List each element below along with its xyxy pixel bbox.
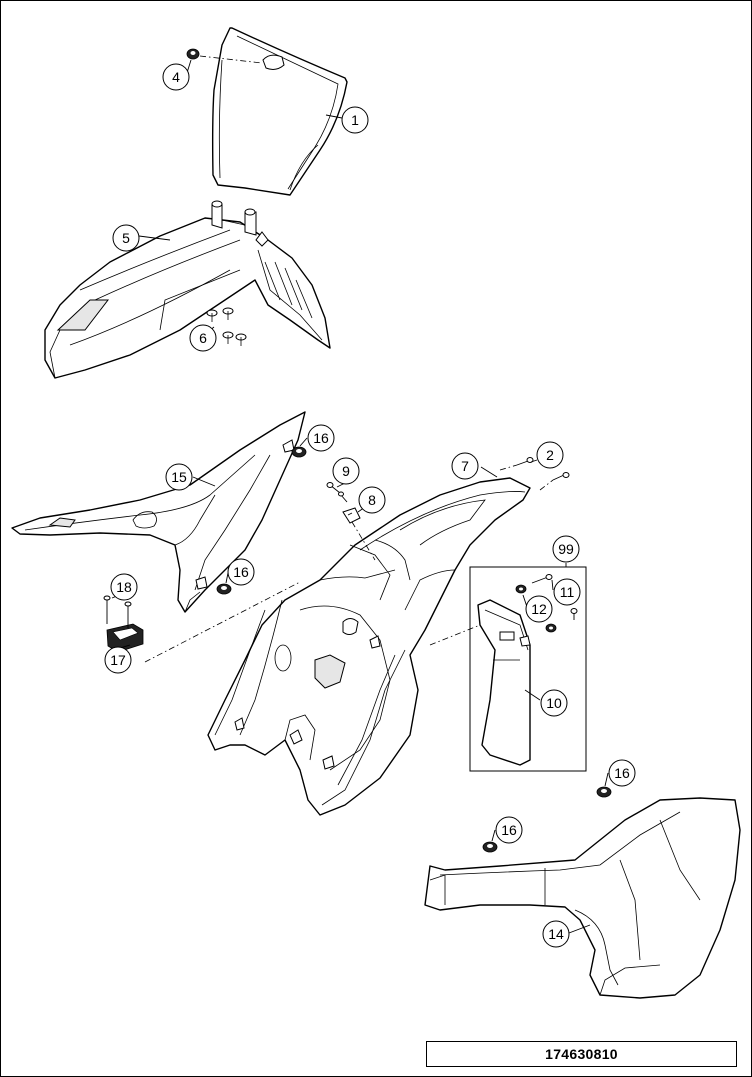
part-grommet-16a: [291, 446, 307, 458]
callout-label: 9: [342, 463, 350, 479]
part-side-panel-right: [424, 797, 741, 999]
part-screws-18: [103, 595, 132, 628]
part-screw-11: [531, 574, 578, 620]
callout-8: 8: [358, 486, 386, 514]
callout-9: 9: [332, 457, 360, 485]
part-washer-12: [515, 584, 557, 633]
drawing-number-box: 174630810: [426, 1041, 737, 1067]
part-screws-6: [206, 307, 247, 346]
part-grommet-16b: [216, 583, 232, 595]
part-grommet-16c: [596, 786, 612, 798]
part-rear-fender: [207, 477, 531, 816]
part-front-fender: [44, 200, 331, 379]
callout-14: 14: [542, 920, 570, 948]
part-grommet-16d: [482, 841, 498, 853]
part-nut-4: [186, 48, 200, 60]
callout-16c: 16: [608, 759, 636, 787]
callout-label: 11: [560, 584, 575, 600]
callout-label: 5: [122, 230, 130, 246]
callout-12: 12: [525, 595, 553, 623]
callout-label: 1: [351, 112, 359, 128]
callout-label: 18: [116, 579, 132, 595]
part-number-plate: [211, 27, 348, 196]
callout-label: 8: [368, 492, 376, 508]
callout-label: 17: [110, 652, 126, 668]
callout-label: 15: [171, 469, 187, 485]
callout-11: 11: [553, 578, 581, 606]
callout-label: 99: [558, 541, 574, 557]
callout-label: 4: [172, 69, 180, 85]
part-mudflap-10: [477, 599, 531, 766]
callout-label: 16: [614, 765, 630, 781]
callout-1: 1: [341, 106, 369, 134]
callout-17: 17: [104, 646, 132, 674]
callout-label: 7: [461, 458, 469, 474]
callout-label: 16: [233, 564, 249, 580]
callout-15: 15: [165, 463, 193, 491]
callout-label: 16: [313, 430, 329, 446]
part-screws-2: [516, 457, 570, 481]
part-screw-9: [326, 482, 348, 503]
callout-label: 2: [546, 447, 554, 463]
callout-7: 7: [451, 452, 479, 480]
kit-box-99: [469, 566, 587, 772]
callout-18: 18: [110, 573, 138, 601]
callout-label: 6: [199, 330, 207, 346]
callout-16b: 16: [227, 558, 255, 586]
part-clip-8: [342, 507, 361, 524]
callout-label: 16: [501, 822, 517, 838]
part-bracket-17: [106, 623, 144, 653]
callout-10: 10: [540, 689, 568, 717]
part-side-panel-left: [11, 411, 306, 613]
callout-99: 99: [552, 535, 580, 563]
callout-label: 12: [531, 601, 547, 617]
callout-16a: 16: [307, 424, 335, 452]
callout-16d: 16: [495, 816, 523, 844]
callout-label: 10: [546, 695, 562, 711]
callout-6: 6: [189, 324, 217, 352]
callout-2: 2: [536, 441, 564, 469]
callout-5: 5: [112, 224, 140, 252]
drawing-number: 174630810: [545, 1046, 618, 1062]
callout-label: 14: [548, 926, 564, 942]
callout-4: 4: [162, 63, 190, 91]
